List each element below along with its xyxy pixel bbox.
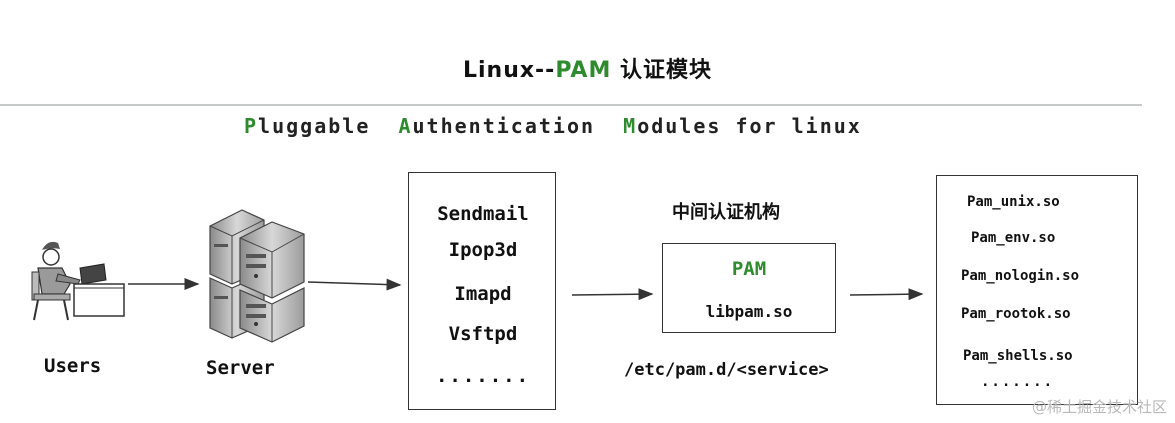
- module-pam-nologin: Pam_nologin.so: [961, 268, 1080, 284]
- title-divider: [0, 104, 1142, 106]
- users-label: Users: [44, 355, 102, 377]
- diagram-title: Linux--PAM 认证模块: [0, 52, 1175, 84]
- module-pam-env: Pam_env.so: [971, 230, 1056, 246]
- service-ipop3d: Ipop3d: [448, 239, 518, 261]
- title-prefix: Linux--: [462, 58, 556, 83]
- arrow-pam-modules: [849, 288, 924, 301]
- subtitle-p: P: [244, 114, 259, 138]
- modules-box: Pam_unix.so Pam_env.so Pam_nologin.so Pa…: [936, 175, 1138, 405]
- pam-config-path: /etc/pam.d/<service>: [624, 360, 829, 380]
- title-suffix: 认证模块: [611, 58, 713, 83]
- user-at-desk-icon: [31, 241, 125, 321]
- title-pam: PAM: [555, 58, 612, 83]
- pam-heading: 中间认证机构: [672, 202, 780, 223]
- pam-name: PAM: [731, 258, 767, 280]
- arrow-server-services: [307, 278, 402, 291]
- pam-box: PAM libpam.so: [662, 243, 836, 333]
- module-pam-unix: Pam_unix.so: [967, 194, 1060, 210]
- subtitle-a: A: [398, 114, 413, 138]
- subtitle-p-rest: luggable: [258, 114, 399, 138]
- subtitle-a-rest: uthentication: [412, 114, 624, 138]
- subtitle: Pluggable Authentication Modules for lin…: [244, 114, 862, 138]
- module-pam-shells: Pam_shells.so: [963, 348, 1073, 364]
- module-more: .......: [981, 374, 1055, 390]
- service-sendmail: Sendmail: [437, 203, 529, 225]
- service-more: .......: [435, 365, 531, 387]
- subtitle-m: M: [623, 114, 638, 138]
- services-box: Sendmail Ipop3d Imapd Vsftpd .......: [408, 172, 556, 410]
- server-rack-icon: [209, 209, 305, 343]
- module-pam-rootok: Pam_rootok.so: [961, 306, 1071, 322]
- watermark: @稀土掘金技术社区: [1031, 398, 1167, 416]
- pam-library: libpam.so: [705, 302, 793, 321]
- service-vsftpd: Vsftpd: [448, 323, 518, 345]
- subtitle-m-rest: odules for linux: [637, 114, 862, 138]
- arrow-services-pam: [571, 288, 654, 301]
- service-imapd: Imapd: [454, 283, 512, 305]
- server-label: Server: [206, 357, 275, 379]
